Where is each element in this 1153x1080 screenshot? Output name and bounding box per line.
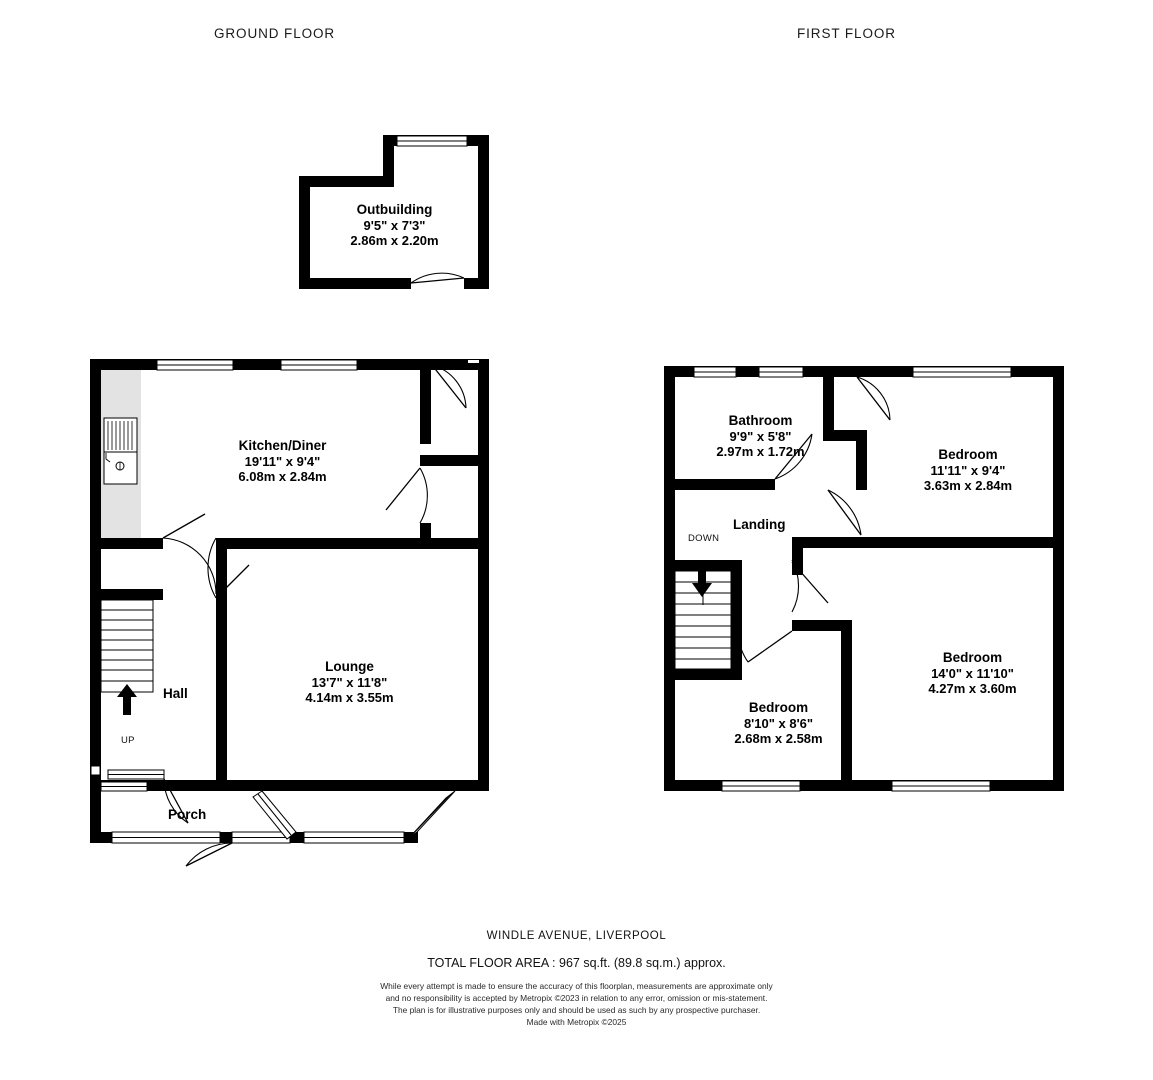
outbuilding-walls <box>299 135 489 289</box>
stairs-down-arrow <box>692 562 712 597</box>
porch-label: Porch <box>168 807 207 822</box>
outbuilding-door-swing <box>410 272 465 284</box>
hall-left-window <box>90 765 101 776</box>
outbuilding-name: Outbuilding <box>356 202 433 217</box>
ground-floor-structure <box>90 359 489 867</box>
lounge-name: Lounge <box>325 659 374 674</box>
kitchen-right-wall-lower <box>420 523 431 545</box>
bedroom1-name: Bedroom <box>938 447 998 462</box>
porch-entry-window <box>107 769 165 780</box>
bedroom3-name: Bedroom <box>748 700 809 715</box>
disclaimer-line-2: and no responsibility is accepted by Met… <box>385 992 768 1003</box>
bedroom3-top-wall <box>792 620 852 631</box>
hall-label: Hall <box>163 686 188 701</box>
kitchen-right-wall-upper <box>420 359 431 444</box>
landing-label: Landing <box>733 517 786 532</box>
bedroom3-metric: 2.68m x 2.58m <box>734 731 823 747</box>
bathroom-name: Bathroom <box>728 413 793 428</box>
kitchen-rear-door <box>431 363 479 409</box>
stairs-up-arrow <box>117 684 137 715</box>
kitchen-rear-door-swing <box>431 364 467 409</box>
landing-bedroom2-wall-stub <box>792 537 803 575</box>
outbuilding-label: Outbuilding 9'5" x 7'3" 2.86m x 2.20m <box>302 202 487 249</box>
lounge-imperial: 13'7" x 11'8" <box>311 674 388 690</box>
bedroom3-right-wall <box>841 620 852 782</box>
porch-bay <box>90 780 478 867</box>
bedroom1-label: Bedroom 11'11" x 9'4" 3.63m x 2.84m <box>888 447 1048 494</box>
bedroom1-metric: 3.63m x 2.84m <box>923 478 1013 494</box>
cupboard-bottom-wall <box>823 430 867 441</box>
bedroom1-imperial: 11'11" x 9'4" <box>930 462 1006 478</box>
kitchen-windows <box>156 359 358 371</box>
outbuilding-metric: 2.86m x 2.20m <box>350 233 439 249</box>
bathroom-imperial: 9'9" x 5'8" <box>729 428 792 444</box>
bathroom-metric: 2.97m x 1.72m <box>716 444 805 460</box>
stairs-up-label: UP <box>121 735 135 746</box>
outbuilding-door-opening <box>411 278 464 289</box>
bathroom-bottom-wall <box>664 479 775 490</box>
outbuilding-window-frame <box>396 135 468 147</box>
outbuilding-door-leaf <box>410 277 465 284</box>
porch-front-door <box>163 778 189 824</box>
first-floor-structure <box>664 366 1064 792</box>
kitchen-hall-divider-right <box>216 538 489 549</box>
kitchen-diner-label: Kitchen/Diner 19'11" x 9'4" 6.08m x 2.84… <box>190 438 375 485</box>
kitchen-side-door <box>385 467 428 524</box>
disclaimer-text: While every attempt is made to ensure th… <box>0 981 1153 1029</box>
bedroom3-door <box>737 629 793 663</box>
kitchen-hall-divider-left <box>90 538 163 549</box>
outbuilding-structure <box>299 135 489 289</box>
bedroom2-label: Bedroom 14'0" x 11'10" 4.27m x 3.60m <box>885 650 1060 697</box>
disclaimer-line-4: Made with Metropix ©2025 <box>526 1016 627 1027</box>
bedroom3-label: Bedroom 8'10" x 8'6" 2.68m x 2.58m <box>690 700 867 747</box>
bathroom-door <box>774 433 813 480</box>
disclaimer-line-3: The plan is for illustrative purposes on… <box>392 1004 761 1015</box>
porch-left-wall <box>90 780 101 843</box>
kitchen-diner-metric: 6.08m x 2.84m <box>238 469 327 485</box>
footer-block: WINDLE AVENUE, LIVERPOOL TOTAL FLOOR ARE… <box>0 930 1153 1029</box>
property-address: WINDLE AVENUE, LIVERPOOL <box>486 930 667 942</box>
bedroom1-door <box>827 489 862 536</box>
total-floor-area: TOTAL FLOOR AREA : 967 sq.ft. (89.8 sq.m… <box>427 956 726 970</box>
kitchen-right-stub-corner <box>420 455 431 466</box>
cupboard-right-wall <box>856 430 867 490</box>
stairwell-right-wall <box>731 560 742 680</box>
bedroom3-imperial: 8'10" x 8'6" <box>743 715 814 731</box>
disclaimer-line-1: While every attempt is made to ensure th… <box>380 981 773 991</box>
bedroom2-imperial: 14'0" x 11'10" <box>931 665 1014 681</box>
kitchen-side-door-leaf <box>385 467 421 511</box>
lounge-metric: 4.14m x 3.55m <box>305 690 394 706</box>
hall-upper-divider <box>90 589 163 600</box>
first-floor-title: FIRST FLOOR <box>797 26 896 41</box>
airing-cupboard-door <box>856 376 891 421</box>
bathroom-label: Bathroom 9'9" x 5'8" 2.97m x 1.72m <box>688 413 833 460</box>
kitchen-right-stub-wall <box>420 455 489 466</box>
kitchen-rear-door-gap <box>468 360 479 363</box>
lounge-label: Lounge 13'7" x 11'8" 4.14m x 3.55m <box>262 659 437 706</box>
kitchen-diner-imperial: 19'11" x 9'4" <box>244 453 321 469</box>
ground-staircase <box>100 599 154 715</box>
first-floor-top-windows <box>693 366 1012 378</box>
hall-lounge-wall-lower <box>216 628 227 780</box>
bathroom-right-wall-upper <box>823 366 834 441</box>
outbuilding-imperial: 9'5" x 7'3" <box>363 217 426 233</box>
cupboard-corner <box>856 479 867 490</box>
stairs-down-label: DOWN <box>688 533 720 544</box>
kitchen-side-door-swing <box>419 467 428 524</box>
first-floor-bottom-windows <box>721 780 991 792</box>
stairwell-bottom-wall <box>664 669 742 680</box>
hall-lounge-wall-upper <box>216 549 227 628</box>
bedroom2-door <box>791 559 829 613</box>
bedroom1-bedroom2-wall <box>792 537 1054 548</box>
kitchen-appliance-unit <box>103 417 138 485</box>
kitchen-hall-door <box>162 513 217 595</box>
ground-floor-title: GROUND FLOOR <box>214 26 336 41</box>
porch-left-window <box>100 781 148 792</box>
bedroom2-name: Bedroom <box>942 650 1003 665</box>
kitchen-rear-door-leaf <box>431 364 467 409</box>
first-floor-staircase <box>664 560 742 680</box>
bedroom2-metric: 4.27m x 3.60m <box>928 681 1017 697</box>
kitchen-diner-name: Kitchen/Diner <box>238 438 327 453</box>
